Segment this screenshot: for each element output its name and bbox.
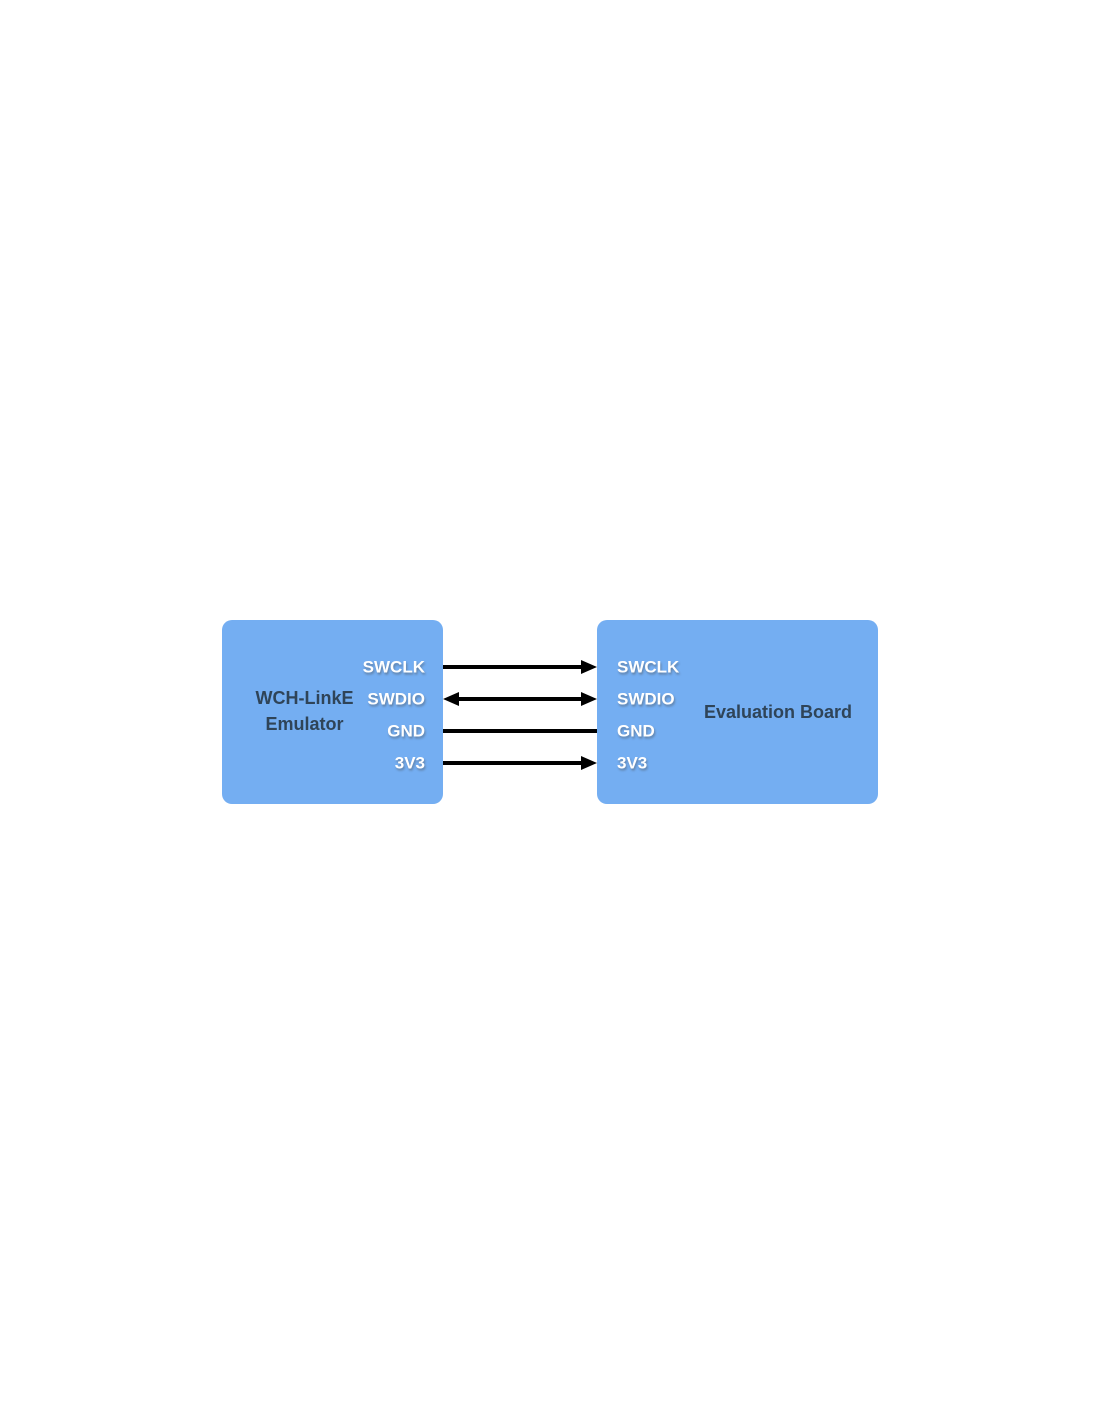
emulator-title-line1: WCH-LinkE [255,688,354,708]
emulator-box-title: WCH-LinkE Emulator [232,685,377,737]
evaluation-box-title: Evaluation Board [703,702,853,722]
emulator-pin-swdio: SWDIO [367,689,425,709]
connection-wires [443,660,597,770]
evaluation-pin-gnd: GND [617,721,655,741]
evaluation-pin-swclk: SWCLK [617,657,680,677]
emulator-pin-gnd: GND [387,721,425,741]
emulator-box: WCH-LinkE Emulator SWCLK SWDIO GND 3V3 [222,620,443,804]
evaluation-pin-3v3: 3V3 [617,753,648,773]
evaluation-box: Evaluation Board SWCLK SWDIO GND 3V3 [597,620,878,804]
emulator-pin-3v3: 3V3 [394,753,425,773]
evaluation-pin-swdio: SWDIO [617,689,675,709]
3v3-arrow [443,756,597,770]
swclk-arrow [443,660,597,674]
swdio-arrow [443,692,597,706]
emulator-pin-swclk: SWCLK [362,657,425,677]
emulator-title-line2: Emulator [265,714,344,734]
